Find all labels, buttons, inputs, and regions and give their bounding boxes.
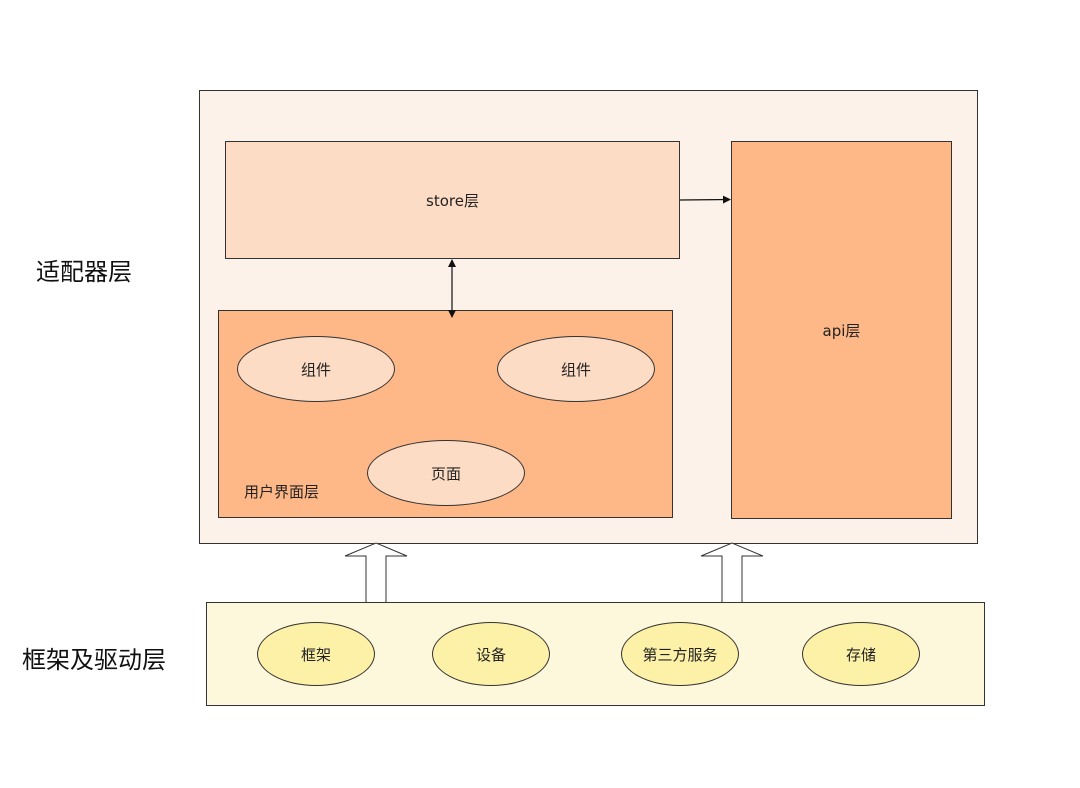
- device-item-label: 设备: [475, 645, 506, 664]
- store-layer-box: store层: [225, 141, 680, 259]
- api-layer-box: api层: [731, 141, 952, 519]
- ui-layer-label: 用户界面层: [244, 483, 320, 501]
- framework-item-label: 框架: [300, 645, 331, 664]
- adapter-layer-label: 适配器层: [36, 258, 132, 286]
- third-party-service-item-label: 第三方服务: [642, 645, 718, 664]
- framework-layer-label: 框架及驱动层: [22, 646, 166, 674]
- framework-to-ui-hollow-arrow: [344, 542, 408, 602]
- device-ellipse: 设备: [432, 622, 550, 686]
- component-label-2: 组件: [560, 360, 591, 379]
- page-label: 页面: [430, 464, 461, 483]
- storage-ellipse: 存储: [802, 622, 920, 686]
- framework-ellipse: 框架: [257, 622, 375, 686]
- store-layer-label: store层: [426, 191, 479, 210]
- third-party-service-ellipse: 第三方服务: [621, 622, 739, 686]
- page-ellipse: 页面: [367, 440, 525, 506]
- component-label-1: 组件: [300, 360, 331, 379]
- storage-item-label: 存储: [845, 645, 876, 664]
- component-ellipse-1: 组件: [237, 336, 395, 402]
- component-ellipse-2: 组件: [497, 336, 655, 402]
- framework-to-api-hollow-arrow: [700, 542, 764, 602]
- api-layer-label: api层: [822, 321, 861, 340]
